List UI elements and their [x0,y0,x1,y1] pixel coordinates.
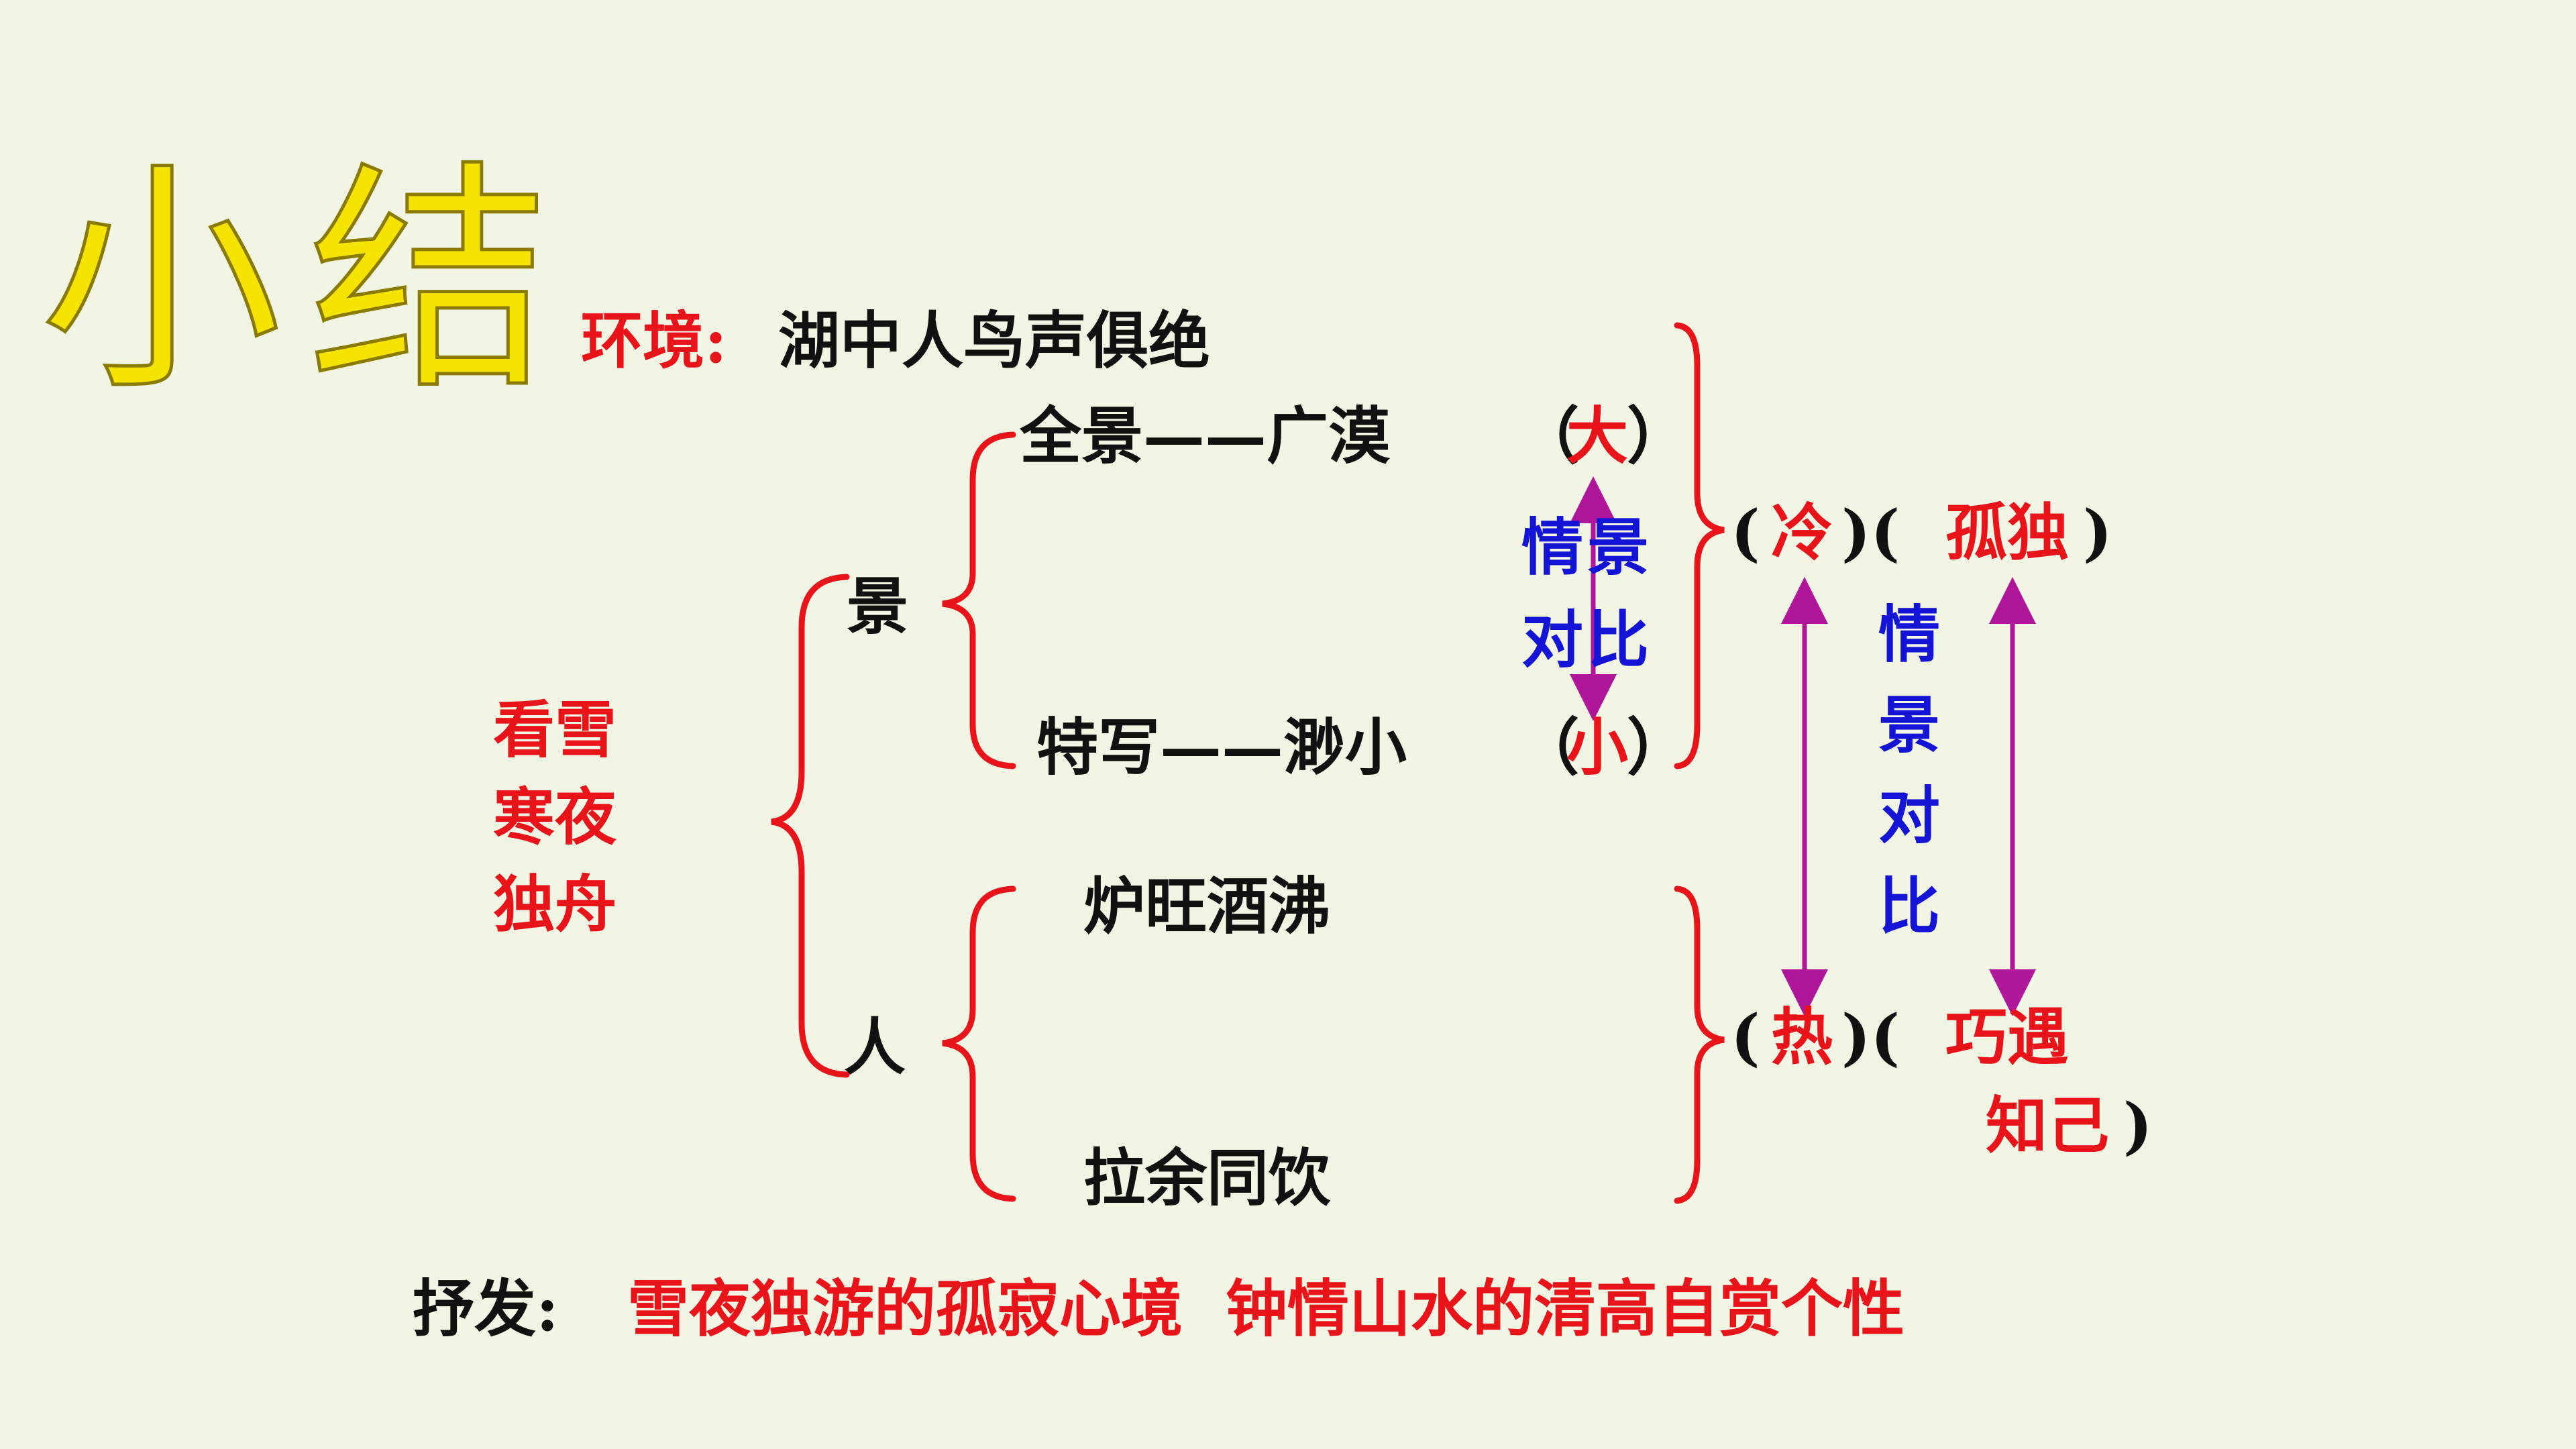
mood-top-mid: )( [1841,496,1900,569]
overview-key: 大 [1566,400,1629,472]
mood-bottom-mid: )( [1841,1001,1900,1073]
mood-lonely: 孤独 [1945,496,2070,569]
environment-text: 湖中人鸟声俱绝 [778,305,1211,377]
mood-top-close: ) [2083,496,2112,569]
ren-item-2: 拉余同饮 [1083,1142,1331,1214]
overview-close: ） [1627,400,1689,472]
left-note-1: 看雪 [493,694,617,766]
mood-meet-2: 知己 [1986,1089,2110,1162]
mood-hot: 热 [1771,1001,1833,1073]
ren-brace [942,885,1016,1202]
closeup-close: ） [1627,711,1689,784]
jing-contrast-line1: 情景 [1521,511,1654,584]
middle-contrast-2: 景 [1878,689,1941,761]
left-note-2: 寒夜 [493,781,617,853]
mood-bottom-open: ( [1731,1001,1760,1073]
mood-cold: 冷 [1771,496,1833,569]
middle-contrast-3: 对 [1878,780,1941,852]
mood-top-open: ( [1731,496,1760,569]
express-text: 雪夜独游的孤寂心境 钟情山水的清高自赏个性 [627,1273,1905,1345]
left-main-brace [771,574,850,1078]
jing-label: 景 [847,570,909,643]
right-brace-bottom [1674,885,1725,1204]
ren-item-1: 炉旺酒沸 [1083,870,1331,943]
middle-contrast-1: 情 [1878,598,1941,671]
environment-label: 环境: [581,305,727,377]
mood-meet: 巧遇 [1945,1001,2070,1073]
page-title: 小结 [39,141,577,422]
overview-text: 全景——广漠 [1020,400,1391,472]
jing-brace [942,431,1016,769]
closeup-open: （ [1517,711,1580,784]
jing-contrast-line2: 对比 [1521,604,1654,676]
overview-open: （ [1517,400,1580,472]
middle-contrast-4: 比 [1878,870,1941,943]
ren-label: 人 [844,1011,906,1083]
express-label: 抒发: [413,1273,559,1345]
mood-bottom-close: ) [2123,1089,2153,1162]
right-brace-top [1674,322,1725,769]
closeup-key: 小 [1566,711,1629,784]
closeup-text: 特写——渺小 [1036,711,1407,784]
left-note-3: 独舟 [493,868,617,941]
